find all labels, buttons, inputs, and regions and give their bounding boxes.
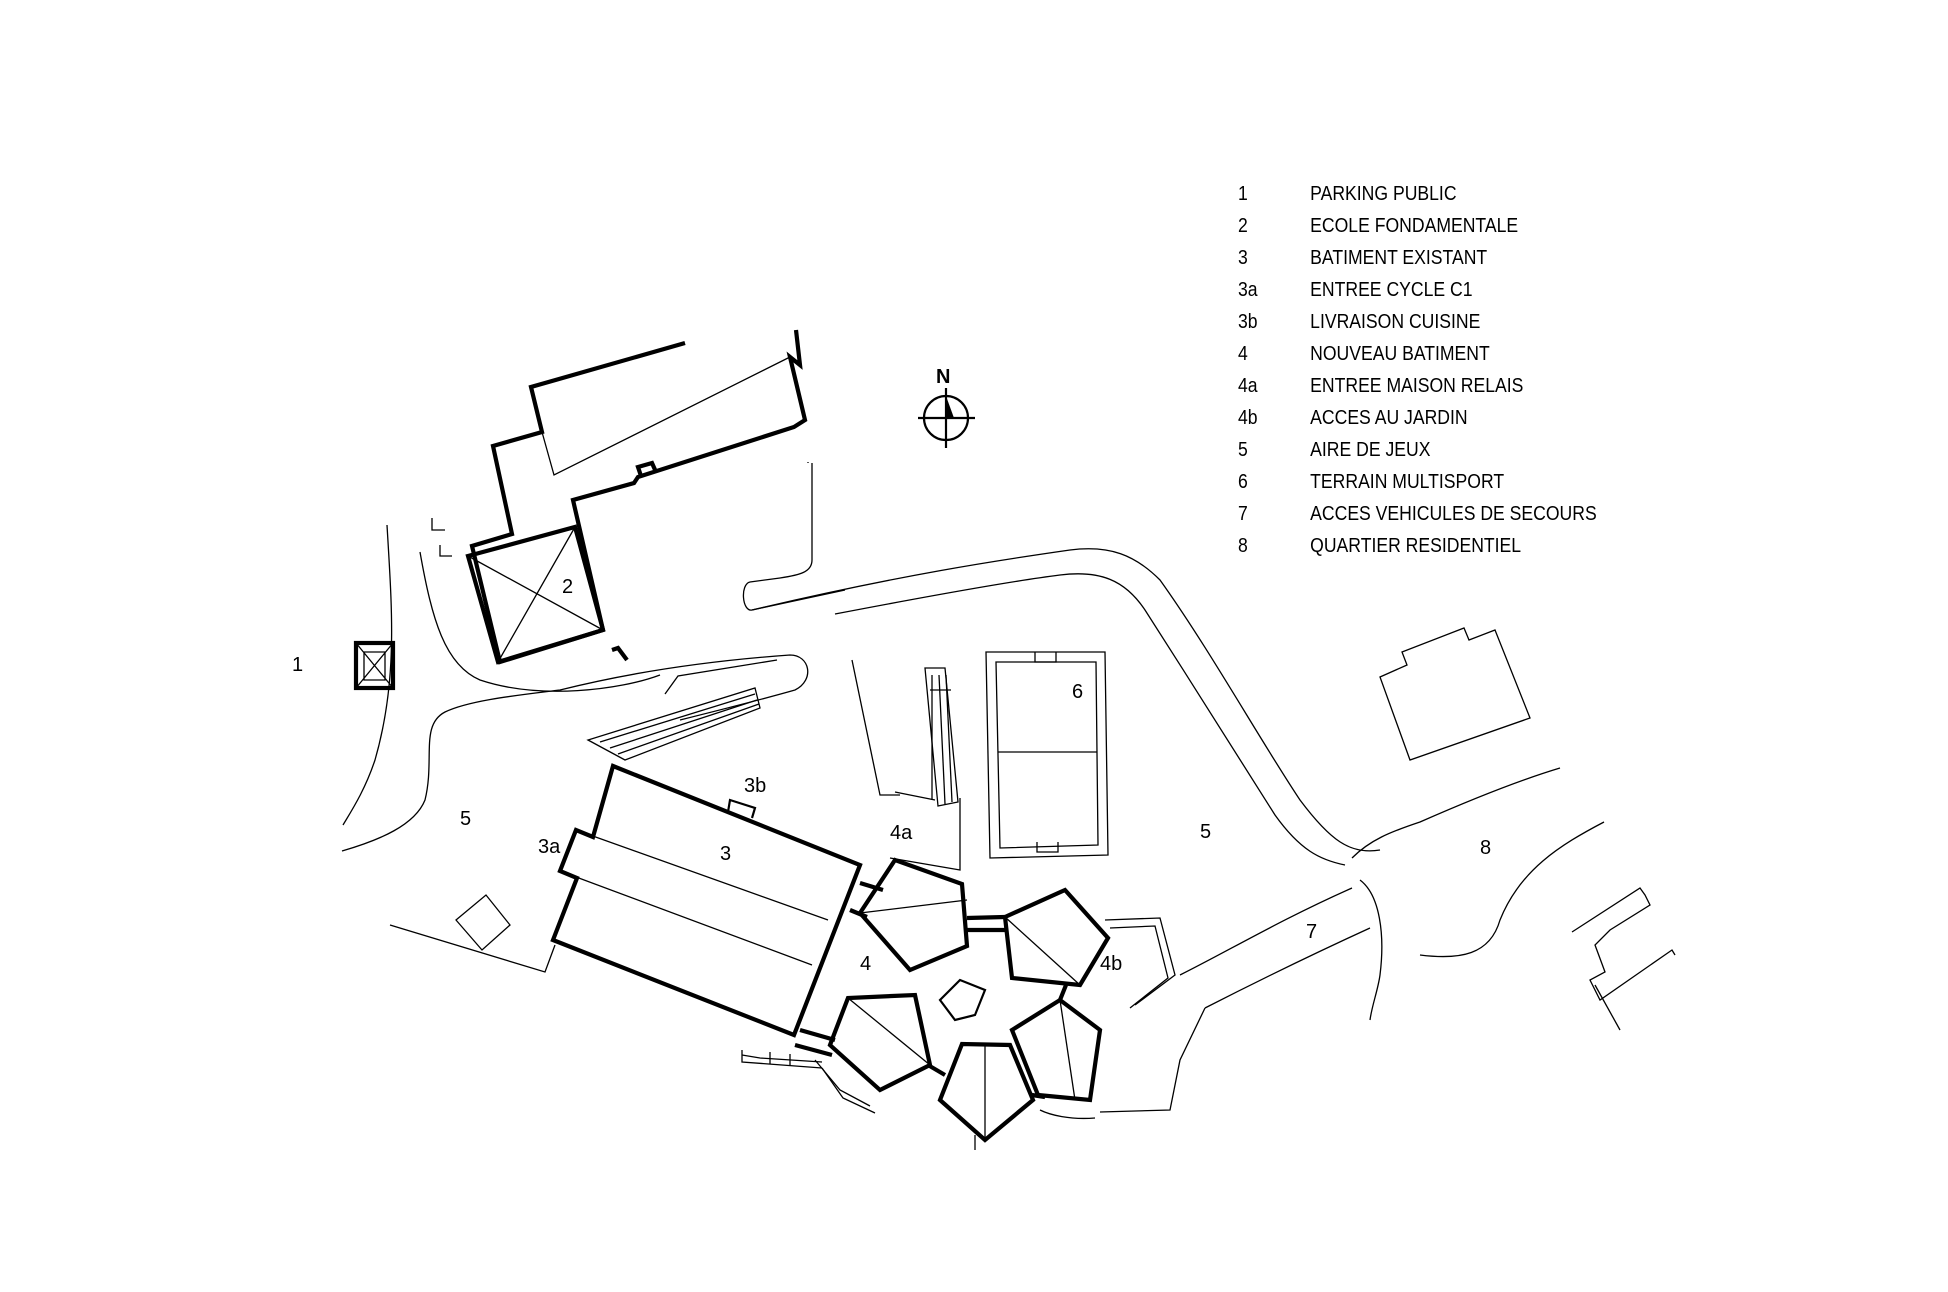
label-jeux-east: 5 bbox=[1200, 821, 1211, 843]
north-label: N bbox=[936, 366, 950, 388]
legend-text: ACCES VEHICULES DE SECOURS bbox=[1310, 503, 1597, 525]
legend-id: 3a bbox=[1238, 279, 1258, 301]
label-terrain: 6 bbox=[1072, 681, 1083, 703]
legend-text: LIVRAISON CUISINE bbox=[1310, 311, 1481, 333]
pavilion-a bbox=[857, 857, 970, 973]
buildings bbox=[353, 329, 1111, 1143]
legend-text: AIRE DE JEUX bbox=[1310, 439, 1431, 461]
legend: 1 PARKING PUBLIC 2 ECOLE FONDAMENTALE 3 BAT… bbox=[1238, 178, 1608, 562]
legend-text: BATIMENT EXISTANT bbox=[1310, 247, 1488, 269]
terrain-inner bbox=[995, 661, 1099, 849]
legend-row: 8 QUARTIER RESIDENTIEL bbox=[1238, 530, 1608, 562]
legend-row: 6 TERRAIN MULTISPORT bbox=[1238, 466, 1608, 498]
legend-text: QUARTIER RESIDENTIEL bbox=[1310, 535, 1522, 557]
pavilion-e bbox=[1009, 997, 1103, 1103]
legend-id: 2 bbox=[1238, 215, 1248, 237]
pavilion-d bbox=[937, 1041, 1036, 1143]
legend-text: ACCES AU JARDIN bbox=[1310, 407, 1468, 429]
legend-id: 4 bbox=[1238, 343, 1248, 365]
legend-text: NOUVEAU BATIMENT bbox=[1310, 343, 1490, 365]
label-parking: 1 bbox=[292, 654, 303, 676]
legend-row: 4b ACCES AU JARDIN bbox=[1238, 402, 1608, 434]
label-ecole: 2 bbox=[562, 576, 573, 598]
legend-text: ECOLE FONDAMENTALE bbox=[1310, 215, 1519, 237]
parking-kiosk bbox=[353, 640, 396, 691]
map-labels: 1 2 3 3a 3b 4 4a 4b 5 5 6 7 8 bbox=[292, 576, 1491, 975]
legend-id: 1 bbox=[1238, 183, 1248, 205]
roads bbox=[341, 462, 1676, 1150]
label-jardin: 4b bbox=[1100, 953, 1122, 975]
legend-id: 6 bbox=[1238, 471, 1248, 493]
legend-text: ENTREE MAISON RELAIS bbox=[1310, 375, 1524, 397]
legend-id: 3 bbox=[1238, 247, 1248, 269]
label-residentiel: 8 bbox=[1480, 837, 1491, 859]
legend-row: 3b LIVRAISON CUISINE bbox=[1238, 306, 1608, 338]
label-entree-relais: 4a bbox=[890, 822, 913, 844]
ecole-building bbox=[469, 329, 808, 665]
legend-id: 4b bbox=[1238, 407, 1258, 429]
legend-row: 7 ACCES VEHICULES DE SECOURS bbox=[1238, 498, 1608, 530]
legend-id: 7 bbox=[1238, 503, 1248, 525]
label-jeux-west: 5 bbox=[460, 808, 471, 830]
legend-row: 1 PARKING PUBLIC bbox=[1238, 178, 1608, 210]
terrain-outer bbox=[985, 651, 1109, 859]
legend-id: 8 bbox=[1238, 535, 1248, 557]
pavilion-c bbox=[827, 992, 933, 1093]
batiment-existant bbox=[550, 763, 863, 1038]
legend-row: 4a ENTREE MAISON RELAIS bbox=[1238, 370, 1608, 402]
legend-row: 5 AIRE DE JEUX bbox=[1238, 434, 1608, 466]
legend-row: 2 ECOLE FONDAMENTALE bbox=[1238, 210, 1608, 242]
label-secours: 7 bbox=[1306, 921, 1317, 943]
legend-id: 4a bbox=[1238, 375, 1258, 397]
legend-id: 5 bbox=[1238, 439, 1248, 461]
legend-row: 3 BATIMENT EXISTANT bbox=[1238, 242, 1608, 274]
legend-row: 4 NOUVEAU BATIMENT bbox=[1238, 338, 1608, 370]
north-arrow-icon: N bbox=[918, 366, 975, 448]
legend-id: 3b bbox=[1238, 311, 1258, 333]
legend-text: PARKING PUBLIC bbox=[1310, 183, 1457, 205]
label-entree-c1: 3a bbox=[538, 836, 561, 858]
label-nouveau: 4 bbox=[860, 953, 871, 975]
legend-text: ENTREE CYCLE C1 bbox=[1310, 279, 1473, 301]
legend-text: TERRAIN MULTISPORT bbox=[1310, 471, 1505, 493]
pavilion-b bbox=[1002, 887, 1111, 988]
label-batiment: 3 bbox=[720, 843, 731, 865]
legend-row: 3a ENTREE CYCLE C1 bbox=[1238, 274, 1608, 306]
label-livraison: 3b bbox=[744, 775, 766, 797]
